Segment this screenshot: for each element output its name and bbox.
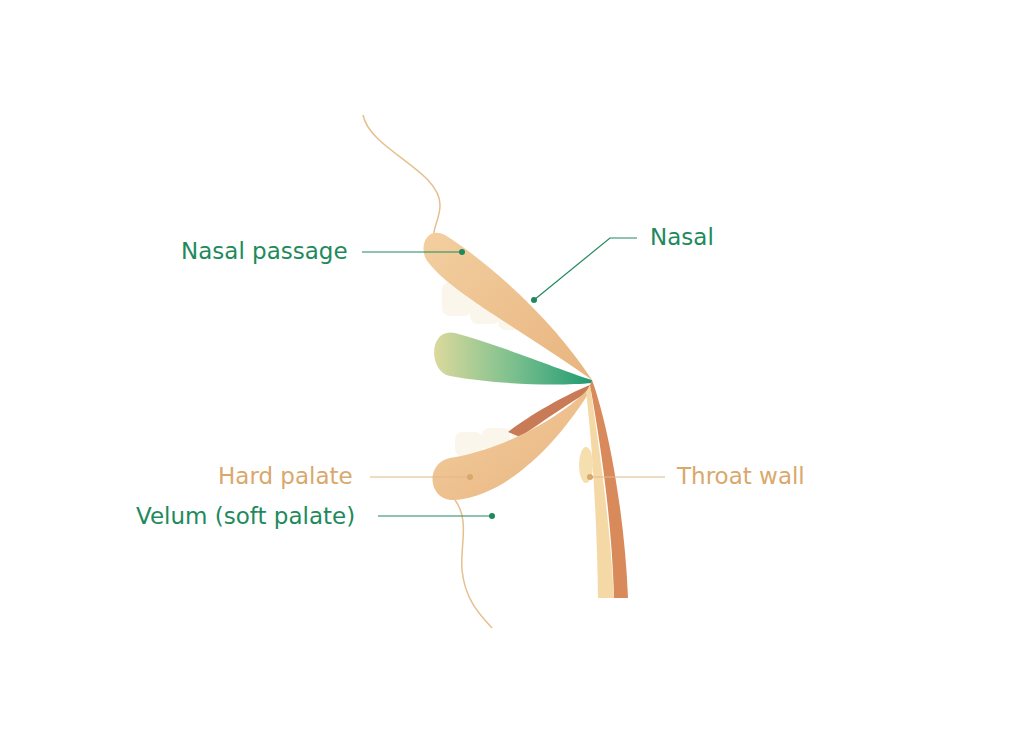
part-label: Throat wall (677, 462, 805, 490)
face-outline (363, 115, 440, 238)
part-label: Nasal passage (181, 237, 348, 265)
part-label: Velum (soft palate) (136, 502, 355, 530)
face-outline (455, 500, 492, 628)
throat-front (586, 385, 614, 598)
lower-lip-shape (432, 385, 592, 500)
throat-bump (579, 447, 593, 483)
leader-lines (362, 238, 665, 516)
tongue-shape (434, 332, 592, 384)
leader-dots (459, 249, 593, 519)
part-label: Nasal (650, 223, 714, 251)
part-label: Hard palate (218, 462, 353, 490)
